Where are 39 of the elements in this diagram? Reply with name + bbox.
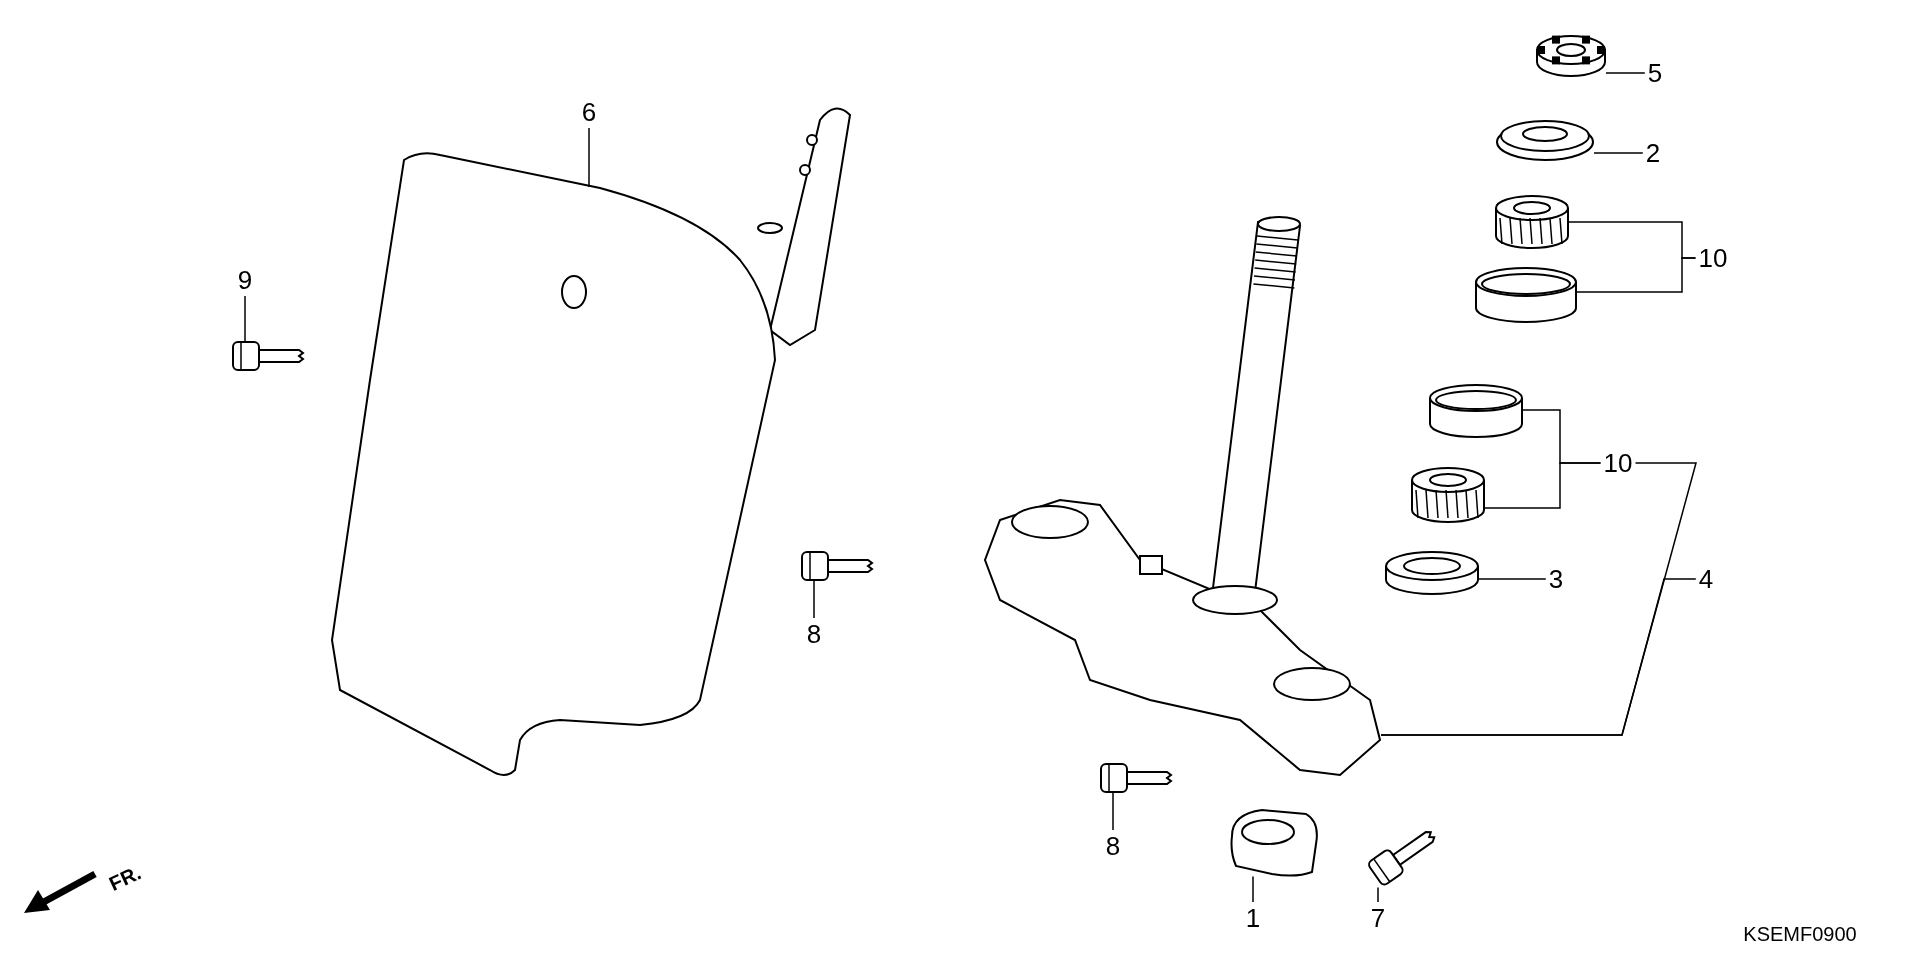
- bolt-drawing: [232, 341, 305, 371]
- leader-line: [588, 127, 590, 188]
- bearing-race-drawing: [1475, 267, 1577, 323]
- bolt-drawing: [1366, 831, 1436, 888]
- callout-number: 9: [237, 266, 253, 294]
- callout-number: 8: [806, 620, 822, 648]
- leader-line: [1605, 72, 1646, 74]
- direction-label: FR.: [104, 860, 146, 897]
- callout-number: 2: [1645, 139, 1661, 167]
- leader-line: [1252, 875, 1254, 903]
- steering-stem-drawing: [983, 216, 1382, 777]
- bearing-race-drawing: [1429, 384, 1523, 438]
- callout-number: 6: [581, 98, 597, 126]
- leader-line: [1380, 462, 1697, 736]
- bearing-drawing: [1495, 195, 1569, 249]
- leader-line: [1377, 886, 1379, 903]
- callout-number: 7: [1370, 904, 1386, 932]
- leader-line: [1478, 578, 1547, 580]
- callout-number: 4: [1698, 565, 1714, 593]
- bolt-drawing: [801, 551, 874, 581]
- leader-line: [244, 295, 246, 342]
- callout-number: 10: [1698, 244, 1728, 272]
- callout-number: 1: [1245, 904, 1261, 932]
- nut-drawing: [1536, 35, 1606, 77]
- clamp-drawing: [1230, 809, 1318, 877]
- part-code: KSEMF0900: [1743, 922, 1857, 947]
- leader-line: [1576, 257, 1697, 293]
- bolt-drawing: [1100, 763, 1173, 793]
- leader-line: [1593, 152, 1644, 154]
- leader-line: [1112, 792, 1114, 831]
- bearing-drawing: [1411, 467, 1485, 523]
- callout-number: 8: [1105, 832, 1121, 860]
- leader-line: [1484, 462, 1602, 509]
- leader-line: [813, 580, 815, 619]
- callout-number: 5: [1647, 59, 1663, 87]
- callout-number: 10: [1603, 449, 1633, 477]
- callout-number: 3: [1548, 565, 1564, 593]
- dust-seal-drawing: [1385, 551, 1479, 595]
- washer-drawing: [1496, 120, 1594, 161]
